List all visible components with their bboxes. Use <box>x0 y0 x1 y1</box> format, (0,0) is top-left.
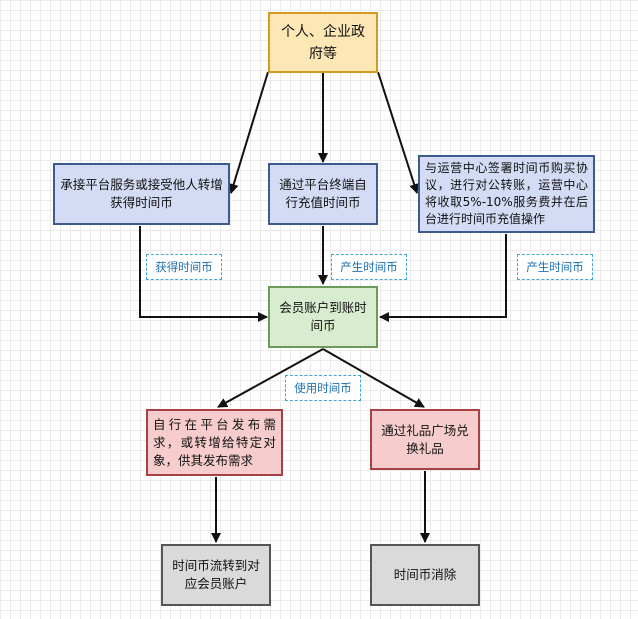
node-platform-service-text: 承接平台服务或接受他人转增获得时间币 <box>60 177 223 210</box>
node-publish-demand-text: 自行在平台发布需求，或转增给特定对象，供其发布需求 <box>153 416 276 468</box>
node-terminal-recharge: 通过平台终端自行充值时间币 <box>268 163 378 225</box>
edge-label-use: 使用时间币 <box>285 375 361 401</box>
edge-label-generate-right: 产生时间币 <box>517 254 593 280</box>
edge-label-generate-left: 产生时间币 <box>331 254 407 280</box>
node-platform-service: 承接平台服务或接受他人转增获得时间币 <box>53 163 230 225</box>
node-corporate-transfer: 与运营中心签署时间币购买协议，进行对公转账，运营中心将收取5%-10%服务费并在… <box>418 155 595 233</box>
arrow-source-to-corporate-transfer <box>377 71 419 194</box>
arrow-account-to-publish-demand <box>217 348 324 408</box>
node-transfer-account-text: 时间币流转到对应会员账户 <box>172 558 260 591</box>
arrow-source-to-platform-service <box>228 71 269 194</box>
node-gift-plaza-text: 通过礼品广场兑换礼品 <box>381 422 469 456</box>
node-source: 个人、企业政府等 <box>268 12 378 73</box>
node-publish-demand: 自行在平台发布需求，或转增给特定对象，供其发布需求 <box>146 409 283 476</box>
arrow-platform-service-to-account <box>139 226 268 322</box>
node-consumed-text: 时间币消除 <box>393 567 457 582</box>
arrow-account-to-gift-plaza <box>322 348 425 408</box>
node-source-text: 个人、企业政府等 <box>281 23 365 62</box>
node-corporate-transfer-text: 与运营中心签署时间币购买协议，进行对公转账，运营中心将收取5%-10%服务费并在… <box>425 161 588 226</box>
arrow-corporate-transfer-to-account <box>379 234 507 322</box>
node-account-credited: 会员账户到账时间币 <box>268 286 378 348</box>
edge-label-earn: 获得时间币 <box>146 254 222 280</box>
node-terminal-recharge-text: 通过平台终端自行充值时间币 <box>279 177 367 210</box>
node-account-credited-text: 会员账户到账时间币 <box>279 300 367 333</box>
node-consumed: 时间币消除 <box>370 544 480 606</box>
node-transfer-account: 时间币流转到对应会员账户 <box>161 544 271 606</box>
node-gift-plaza: 通过礼品广场兑换礼品 <box>370 409 480 470</box>
